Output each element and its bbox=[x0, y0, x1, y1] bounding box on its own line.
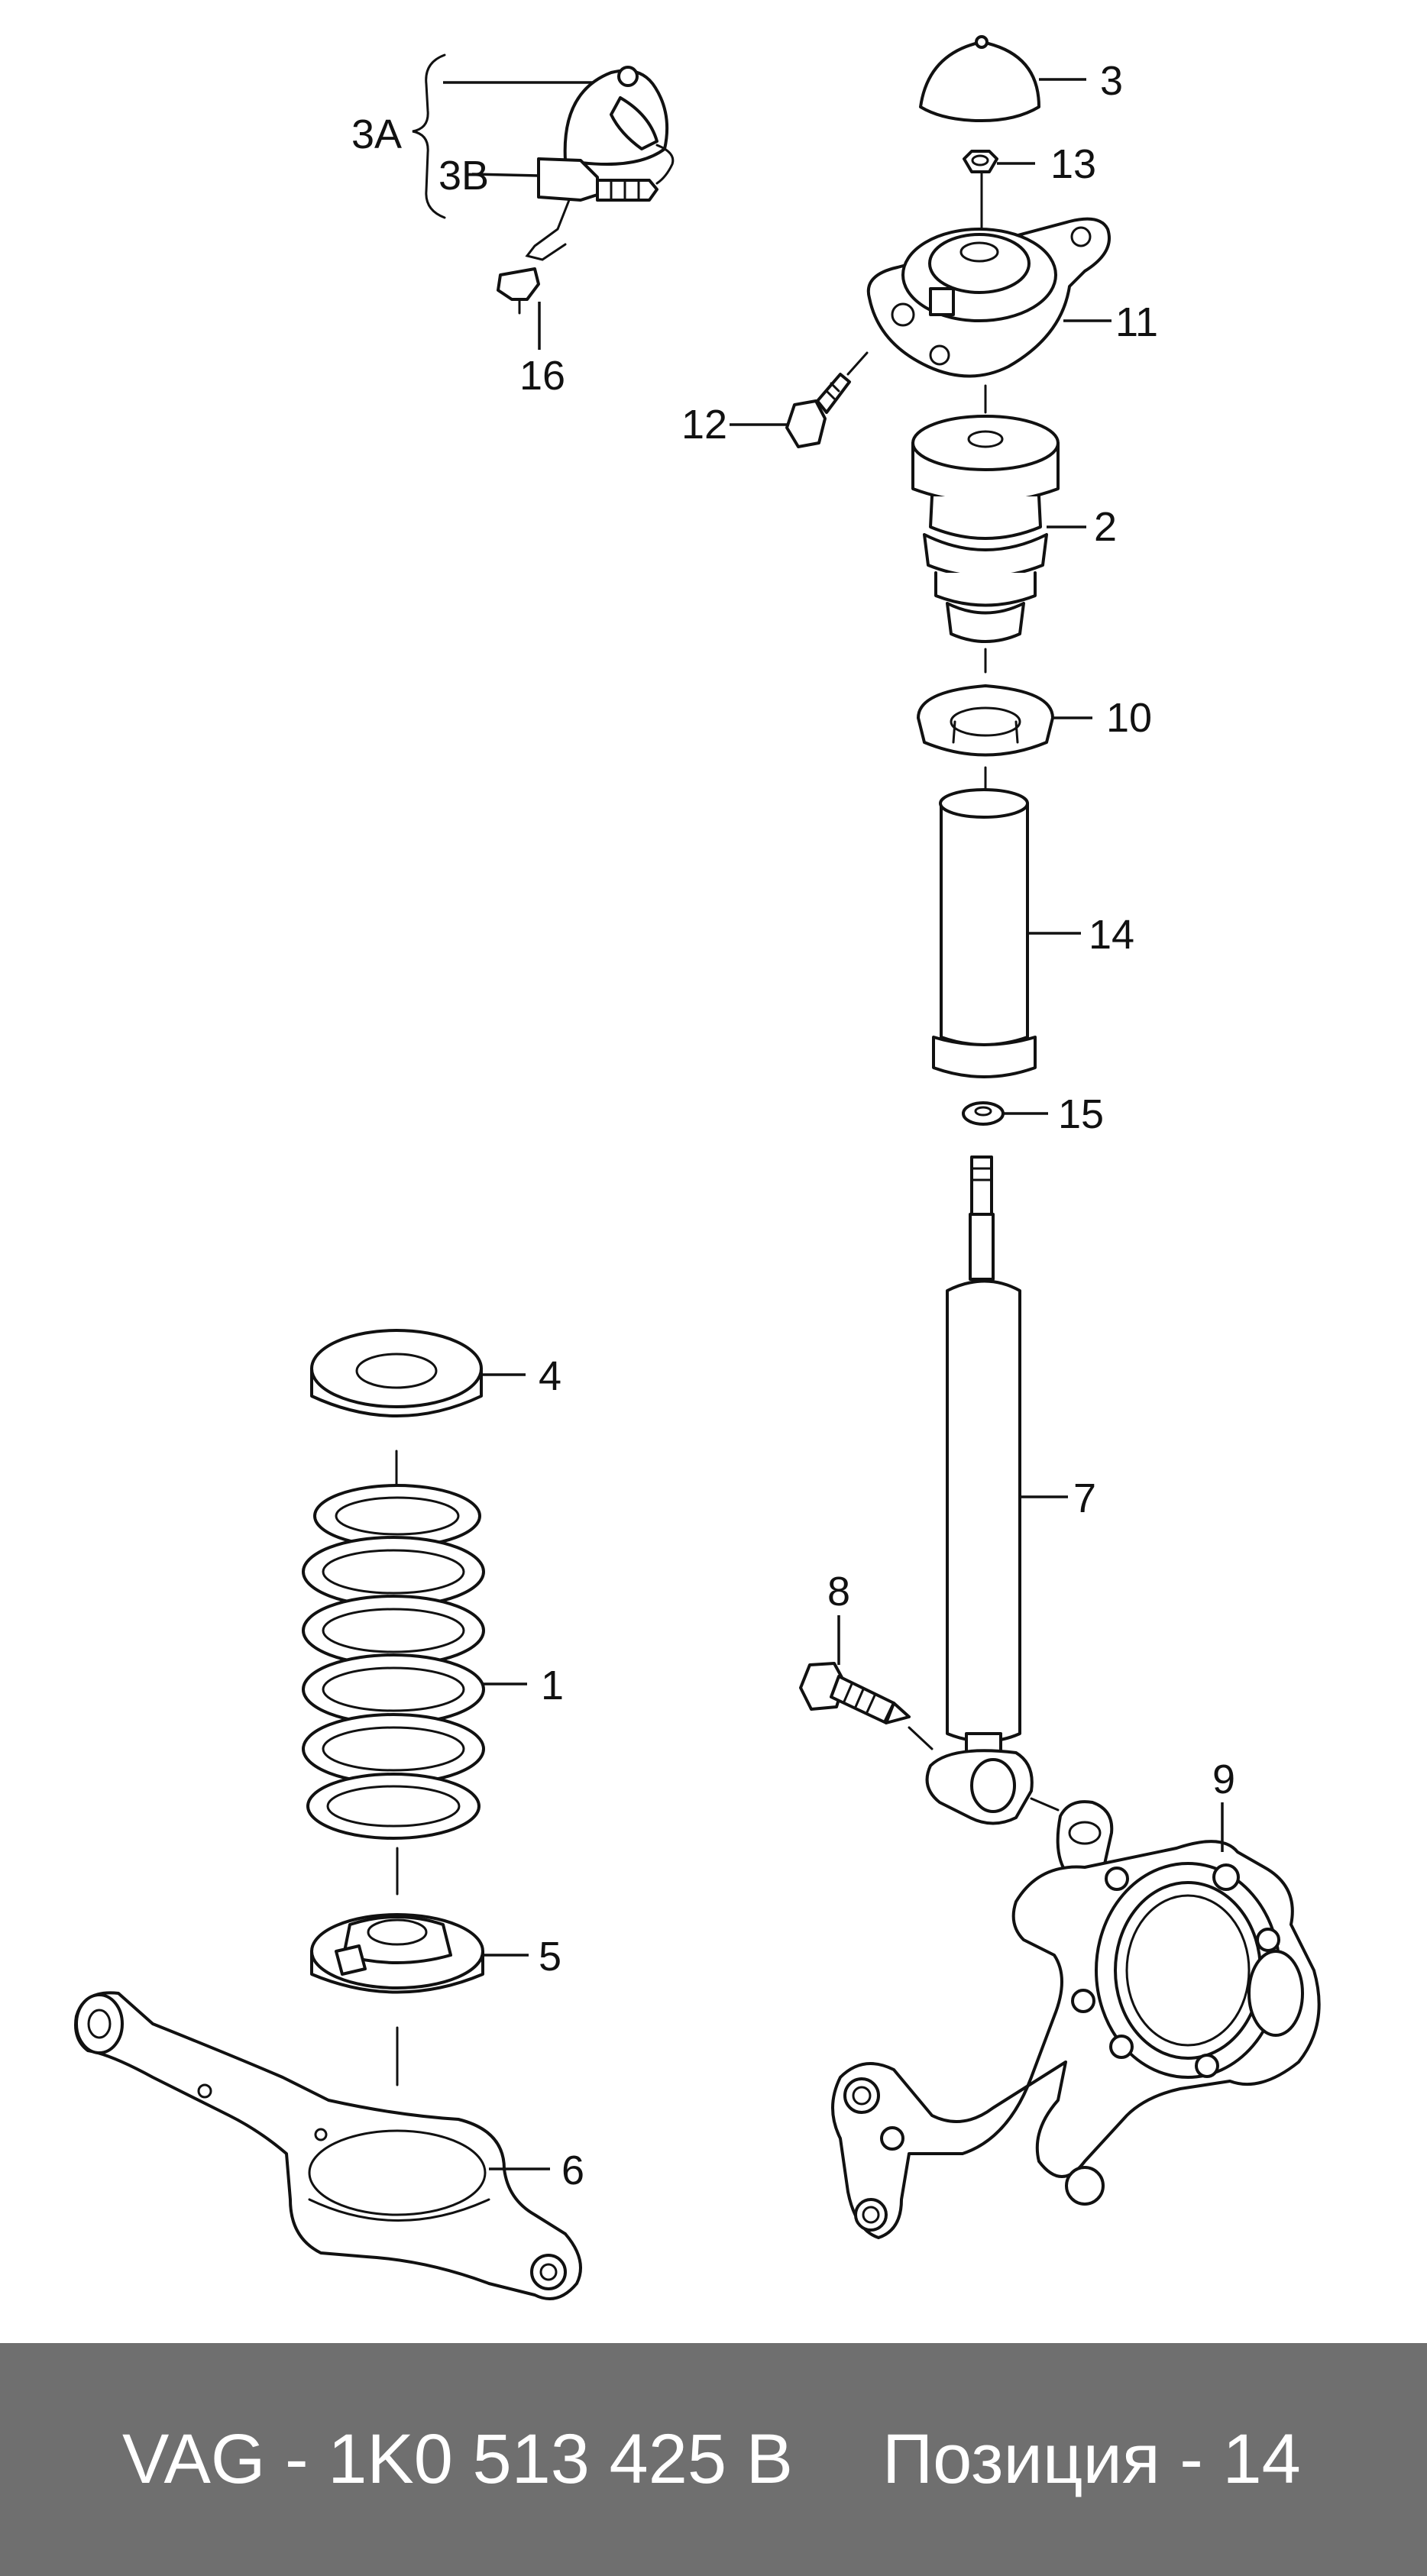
callout-3b: 3B bbox=[438, 153, 489, 199]
callout-11: 11 bbox=[1115, 299, 1158, 345]
part-10-spring-seat bbox=[917, 684, 1092, 796]
callout-9: 9 bbox=[1212, 1757, 1235, 1802]
callout-15: 15 bbox=[1058, 1091, 1104, 1137]
callout-6: 6 bbox=[561, 2148, 584, 2193]
callout-4: 4 bbox=[539, 1353, 561, 1399]
part-5-lower-spring-seat bbox=[310, 1913, 529, 2086]
part-11-strut-mount bbox=[866, 170, 1112, 378]
part-9-wheel-bearing-housing bbox=[831, 1797, 1321, 2239]
callout-3a: 3A bbox=[351, 112, 402, 157]
callout-1: 1 bbox=[541, 1663, 564, 1708]
part-8-bolt bbox=[799, 1615, 934, 1750]
callout-12: 12 bbox=[681, 402, 727, 448]
part-6-lower-arm bbox=[74, 1991, 582, 2300]
footer-bar: VAG - 1K0 513 425 B Позиция - 14 bbox=[0, 2343, 1427, 2576]
part-4-upper-spring-pad bbox=[310, 1329, 526, 1487]
part-number: VAG - 1K0 513 425 B bbox=[122, 2420, 793, 2498]
callout-10: 10 bbox=[1106, 695, 1152, 741]
part-1-coil-spring bbox=[302, 1484, 527, 1896]
part-13-nut bbox=[963, 150, 1035, 173]
cap-with-sensor-group bbox=[412, 53, 675, 350]
callout-13: 13 bbox=[1050, 141, 1096, 187]
part-15-washer bbox=[962, 1101, 1048, 1126]
callout-8: 8 bbox=[827, 1569, 850, 1614]
part-7-shock-absorber bbox=[925, 1155, 1068, 1825]
callout-2: 2 bbox=[1094, 504, 1117, 550]
part-12-bolt bbox=[730, 351, 869, 448]
callout-3: 3 bbox=[1100, 58, 1123, 104]
callout-14: 14 bbox=[1089, 912, 1134, 958]
callout-7: 7 bbox=[1073, 1475, 1096, 1521]
part-3-cap bbox=[919, 35, 1086, 122]
callout-5: 5 bbox=[539, 1934, 561, 1980]
position-label: Позиция - 14 bbox=[882, 2420, 1301, 2498]
callout-16: 16 bbox=[519, 353, 565, 399]
parts-diagram: 3 13 11 12 2 10 14 15 7 8 9 4 1 5 6 3A 3… bbox=[74, 35, 1321, 2300]
part-14-protective-sleeve bbox=[932, 788, 1081, 1078]
part-2-bump-stop bbox=[911, 384, 1086, 674]
